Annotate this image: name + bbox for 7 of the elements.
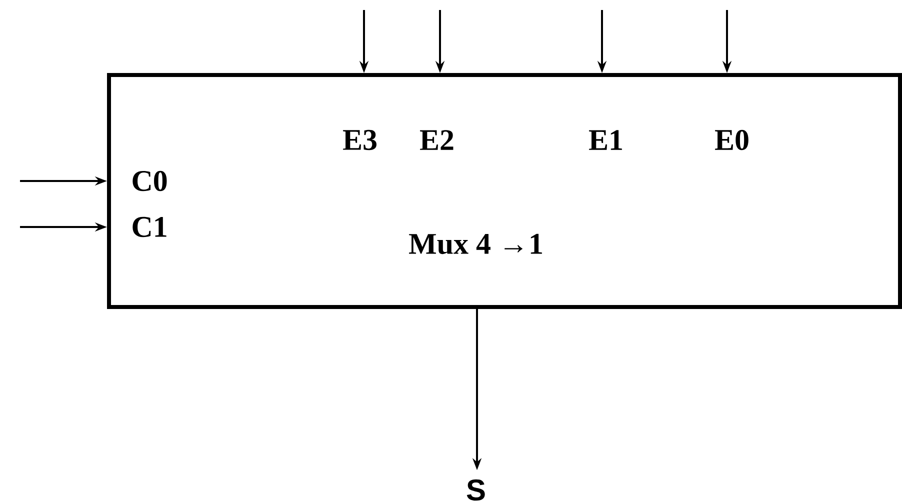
- pin-label: E1: [589, 130, 622, 150]
- pin-label: E3: [343, 130, 376, 150]
- pin-label: E2: [420, 130, 454, 150]
- pin-label: E0: [715, 130, 748, 150]
- pin-label: C0: [132, 170, 167, 192]
- pin-label: C1: [132, 216, 166, 238]
- output-label: S: [466, 479, 485, 501]
